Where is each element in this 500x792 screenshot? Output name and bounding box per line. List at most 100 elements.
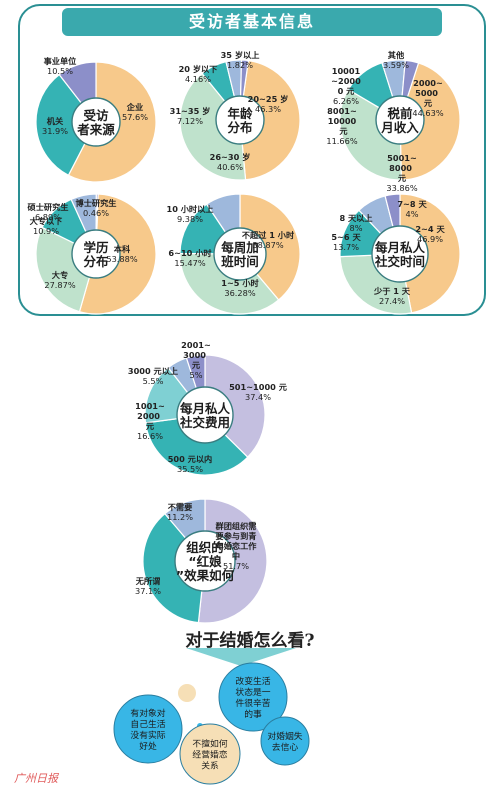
pie-chart-education: 学历分布本科53.88%大专27.87%大专以下10.9%硕士研究生6.89%博… (28, 193, 157, 315)
pie-center-label-matchmaking: 组织的“红娘”效果如何 (176, 540, 235, 583)
slice-value-age-2: 7.12% (177, 116, 203, 126)
bubble-text: 对婚姻失去信心 (267, 730, 302, 753)
slice-value-social_cost-4: 5% (190, 370, 203, 380)
slice-value-overtime-0: 38.87% (252, 240, 283, 250)
slice-label-education-4: 博士研究生 (76, 198, 117, 208)
slice-label-source-1: 机关 (47, 116, 64, 126)
slice-value-social_time-4: 4% (406, 209, 419, 219)
slice-label-education-3: 硕士研究生 (28, 202, 69, 212)
title-banner (62, 8, 442, 36)
slice-label-education-2: 大专以下 (30, 216, 63, 226)
slice-label-matchmaking-0: 群团组织需要参与到青年婚恋工作中 (215, 521, 258, 561)
slice-value-source-1: 31.9% (42, 126, 68, 136)
pie-center-label-source: 受访者来源 (76, 108, 115, 137)
slice-value-social_cost-2: 16.6% (137, 431, 163, 441)
slice-value-age-1: 40.6% (217, 162, 243, 172)
slice-label-education-0: 本科 (114, 244, 131, 254)
slice-label-matchmaking-1: 无所谓 (135, 576, 161, 586)
slice-value-income-0: 44.63% (412, 108, 443, 118)
slice-label-social_cost-0: 501~1000 元 (229, 382, 288, 392)
slice-label-social_cost-2: 1001~2000 元 (135, 401, 165, 431)
slice-label-social_time-1: 少于 1 天 (373, 286, 411, 296)
slice-value-education-1: 27.87% (44, 280, 75, 290)
slice-label-social_time-3: 8 天以上 (339, 213, 372, 223)
slice-value-matchmaking-2: 11.2% (167, 512, 193, 522)
bubble-circle (218, 662, 288, 732)
pie-center-label-income: 税前月收入 (380, 106, 419, 135)
pie-center-label-social_time: 每月私人社交时间 (374, 240, 426, 269)
slice-label-age-3: 20 岁以下 (179, 64, 218, 74)
bubble-circle (260, 716, 310, 766)
slice-label-age-1: 26~30 岁 (210, 152, 251, 162)
slice-value-income-4: 3.59% (383, 60, 409, 70)
slice-value-overtime-1: 36.28% (224, 288, 255, 298)
opinion-bubble-1: 有对象对自己生活没有实际好处 (113, 694, 183, 764)
slice-label-social_time-0: 2~4 天 (415, 224, 445, 234)
slice-label-age-2: 31~35 岁 (170, 106, 211, 116)
pie-hole-education (71, 229, 121, 279)
slice-label-age-4: 35 岁以上 (221, 50, 260, 60)
slice-label-social_cost-1: 500 元以内 (168, 454, 213, 464)
bubble-text: 不擅如何经营婚恋关系 (192, 738, 227, 772)
pie-slice-matchmaking-1 (142, 512, 206, 624)
slice-label-income-4: 其他 (388, 50, 405, 60)
slice-value-education-0: 53.88% (106, 254, 137, 264)
watermark: 广州日报 (14, 772, 58, 785)
slice-value-income-3: 6.26% (333, 96, 359, 106)
page-title: 受访者基本信息 (188, 12, 315, 31)
slice-value-social_time-2: 13.7% (333, 242, 359, 252)
slice-label-income-0: 2000~5000 元 (413, 78, 443, 108)
section-title: 对于结婚怎么看? (185, 631, 315, 651)
opinion-bubble-3: 不擅如何经营婚恋关系 (179, 723, 241, 785)
pie-slice-social_time-0 (399, 193, 461, 314)
slice-label-social_cost-3: 3000 元以上 (128, 366, 178, 376)
slice-value-social_cost-1: 35.5% (177, 464, 203, 474)
pie-slice-social_cost-1 (144, 414, 249, 476)
slice-value-source-0: 57.6% (122, 112, 148, 122)
slice-label-social_time-2: 5~6 天 (331, 232, 361, 242)
funnel-shape (186, 648, 296, 666)
pie-hole-age (215, 95, 265, 145)
pie-hole-income (375, 95, 425, 145)
slice-value-overtime-2: 15.47% (174, 258, 205, 268)
slice-value-matchmaking-0: 51.7% (223, 561, 249, 571)
slice-value-education-4: 0.46% (83, 208, 109, 218)
slice-value-social_time-3: 8% (350, 223, 363, 233)
pie-slice-source-1 (35, 73, 97, 177)
pie-hole-social_cost (176, 386, 234, 444)
slice-label-overtime-3: 10 小时以上 (167, 204, 214, 214)
pie-hole-overtime (213, 227, 267, 281)
pie-chart-matchmaking: 组织的“红娘”效果如何群团组织需要参与到青年婚恋工作中51.7%无所谓37.1%… (135, 498, 268, 624)
slice-value-income-1: 33.86% (386, 183, 417, 193)
pie-slice-overtime-0 (239, 193, 301, 301)
slice-value-source-2: 10.5% (47, 66, 73, 76)
pie-slice-age-0 (239, 59, 301, 181)
slice-label-education-1: 大专 (52, 270, 68, 280)
pie-hole-social_time (371, 225, 429, 283)
pie-hole-source (71, 97, 121, 147)
slice-value-income-2: 11.66% (326, 136, 357, 146)
pie-slice-age-1 (179, 72, 247, 181)
slice-label-source-0: 企业 (126, 102, 143, 112)
slice-value-age-3: 4.16% (185, 74, 211, 84)
slice-value-social_cost-3: 5.5% (143, 376, 164, 386)
slice-value-education-2: 10.9% (33, 226, 59, 236)
slice-value-social_cost-0: 37.4% (245, 392, 271, 402)
pie-center-label-social_cost: 每月私人社交费用 (179, 401, 231, 430)
pie-hole-matchmaking (174, 530, 236, 592)
decor-dot (178, 684, 196, 702)
pie-slice-overtime-1 (179, 252, 280, 315)
slice-label-matchmaking-2: 不需要 (168, 502, 193, 512)
bubble-circle (179, 723, 241, 785)
slice-label-social_cost-4: 2001~3000 元 (181, 340, 211, 370)
slice-label-overtime-0: 不超过 1 小时 (242, 230, 295, 240)
slice-value-age-4: 1.82% (227, 60, 253, 70)
slice-label-overtime-2: 6~10 小时 (168, 248, 212, 258)
